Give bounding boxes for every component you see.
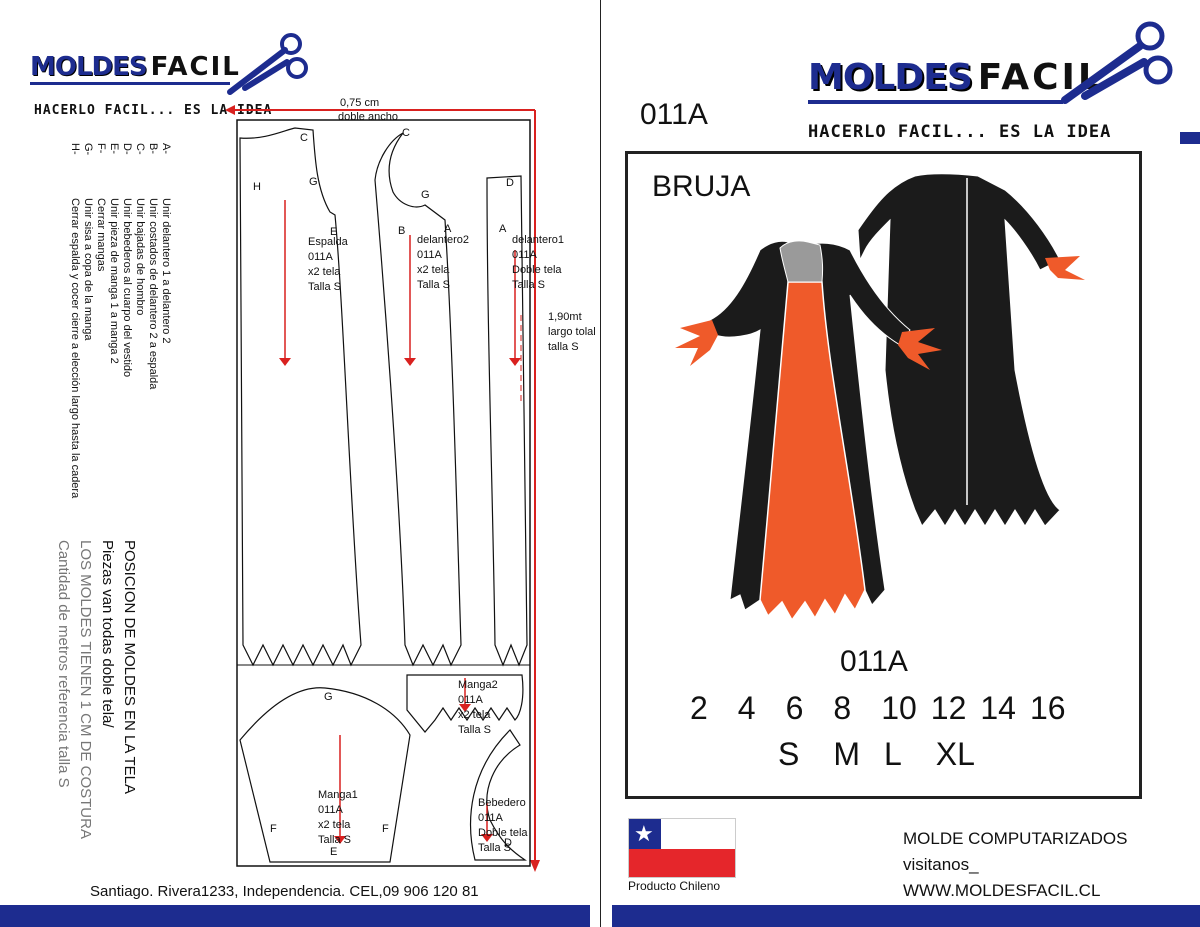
instruction-list: Unir delantero 1 a delantero 2 Unir cost… — [69, 198, 172, 499]
marker-a2: A — [499, 223, 507, 235]
width-label-1: 0,75 cm — [340, 97, 380, 109]
product-title: BRUJA — [652, 170, 751, 203]
dress-illustration — [675, 173, 1085, 622]
top-bar — [1180, 132, 1200, 144]
marker-c2: C — [402, 127, 410, 139]
marker-f1: F — [270, 823, 277, 835]
flag-caption: Producto Chileno — [628, 879, 721, 893]
marker-d1: D — [506, 177, 514, 189]
instruction-keys: A- B- C- D- E- F- G- H- — [69, 143, 172, 156]
piece-bebedero: Bebedero 011A Doble tela Talla S — [478, 797, 528, 854]
marker-b: B — [398, 225, 406, 237]
scissors-icon — [227, 33, 308, 95]
marker-h: H — [253, 181, 261, 193]
position-title: POSICION DE MOLDES EN LA TELA — [121, 540, 138, 794]
piece-espalda: Espalda 011A x2 tela Talla S — [308, 236, 348, 293]
marker-f2: F — [382, 823, 389, 835]
bottom-bar-left — [0, 905, 590, 927]
marker-c1: C — [300, 132, 308, 144]
pattern-layout — [225, 105, 540, 872]
marker-e1: E — [330, 226, 338, 238]
marker-g1: G — [309, 176, 318, 188]
logo-moldes: MOLDES — [30, 52, 148, 82]
logo-facil: FACIL — [150, 52, 241, 82]
code-bottom: 011A — [840, 645, 908, 678]
marker-g2: G — [421, 189, 430, 201]
length-label: 1,90mt largo tolal talla S — [548, 311, 596, 353]
star-icon: ★ — [634, 821, 654, 846]
code-top: 011A — [640, 98, 708, 131]
fold-line — [600, 0, 601, 927]
footer-block: MOLDE COMPUTARIZADOS visitanos_ WWW.MOLD… — [903, 829, 1128, 900]
bottom-bar-right — [612, 905, 1200, 927]
marker-g3: G — [324, 691, 333, 703]
marker-a1: A — [444, 223, 452, 235]
scissors-icon-right — [1061, 21, 1173, 104]
marker-e2: E — [330, 846, 338, 858]
chile-flag: ★ — [628, 818, 736, 878]
piece-delantero2: delantero2 011A x2 tela Talla S — [417, 234, 469, 291]
tagline-left: HACERLO FACIL... ES LA IDEA — [34, 103, 273, 118]
piece-manga1: Manga1 011A x2 tela Talla S — [318, 789, 358, 846]
marker-d2: D — [504, 837, 512, 849]
address: Santiago. Rivera1233, Independencia. CEL… — [90, 883, 479, 900]
piece-delantero1: delantero1 011A Doble tela Talla S — [512, 234, 564, 291]
position-block: POSICION DE MOLDES EN LA TELA Piezas van… — [55, 540, 138, 839]
product-frame — [625, 151, 1142, 799]
tagline-right: HACERLO FACIL... ES LA IDEA — [808, 122, 1112, 142]
piece-manga2: Manga2 011A x2 tela Talla S — [458, 679, 498, 736]
